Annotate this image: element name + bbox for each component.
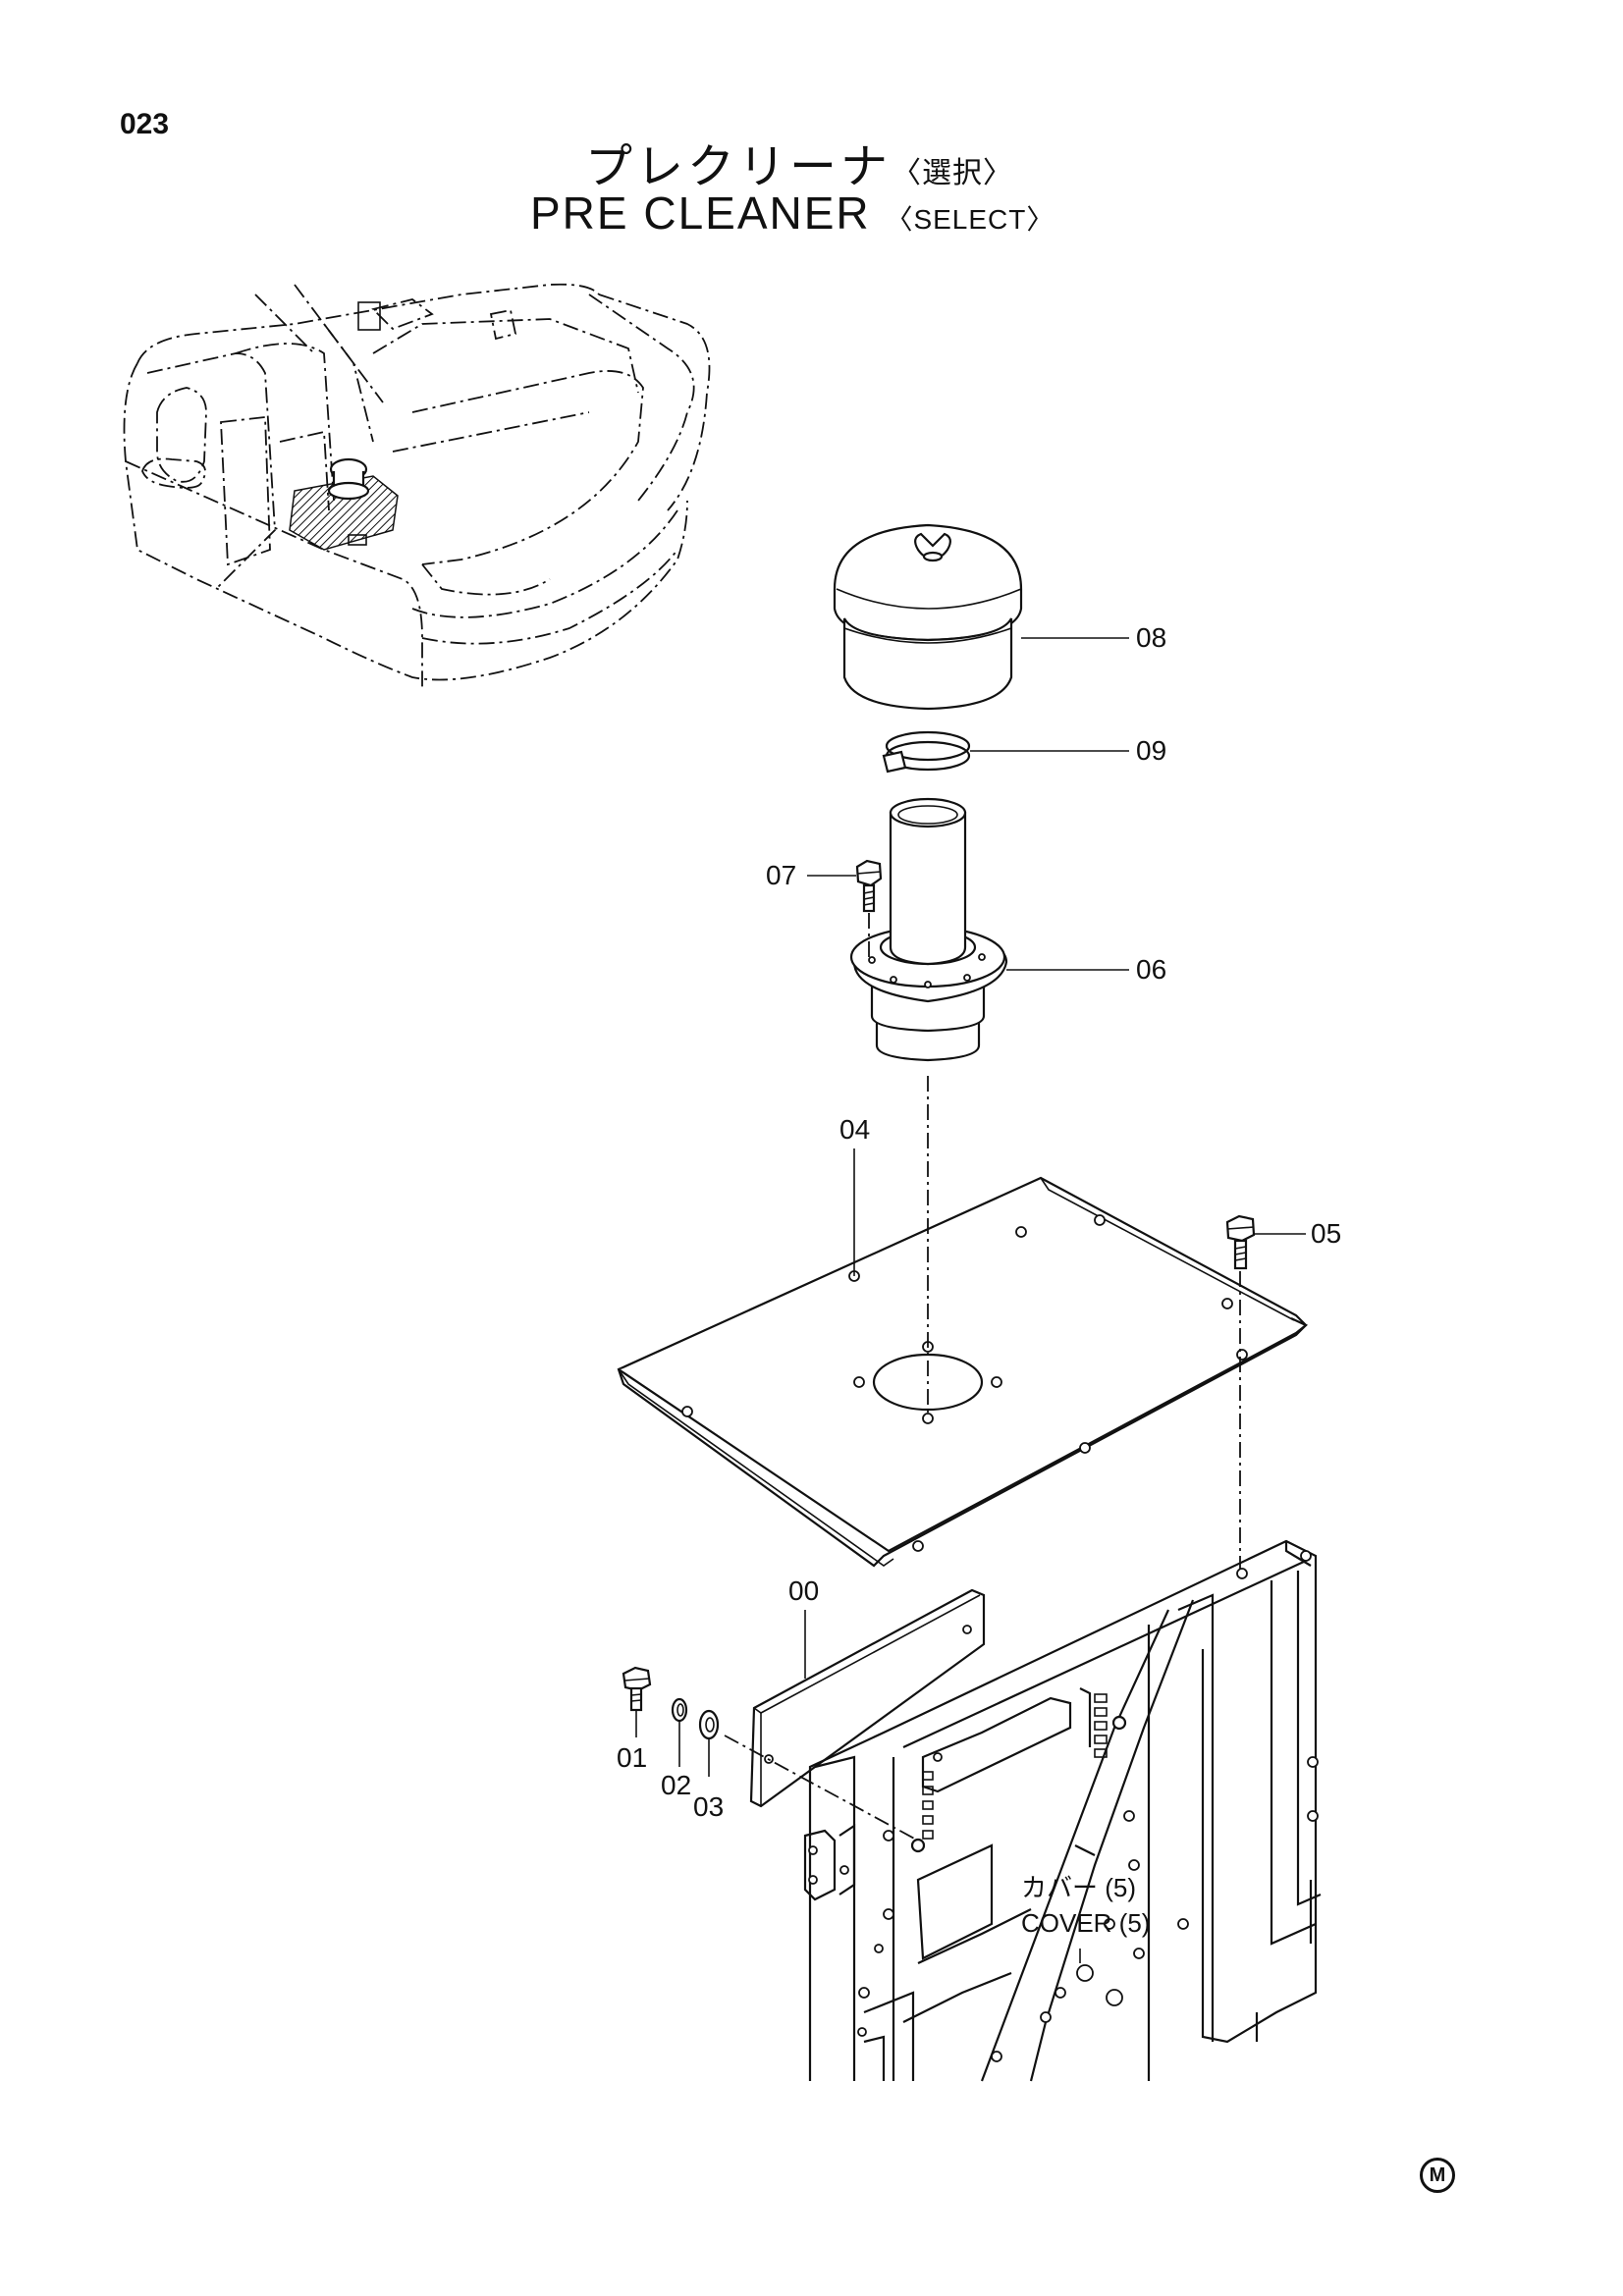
- part-08-cap: [833, 523, 1023, 711]
- cover-note-japanese: カバー (5): [1021, 1873, 1136, 1902]
- callout-03: 03: [693, 1791, 724, 1822]
- title-japanese-sub: 〈選択〉: [892, 157, 1014, 189]
- callout-02: 02: [661, 1770, 691, 1800]
- callout-09: 09: [1136, 735, 1166, 766]
- frame-slots: [922, 1693, 1108, 1840]
- title-english: PRE CLEANER 〈SELECT〉: [530, 187, 1055, 240]
- part-02-lock-washer: [671, 1697, 688, 1723]
- part-00-cover: [749, 1588, 986, 1808]
- part-07-bolt: [855, 859, 883, 957]
- callout-07: 07: [766, 860, 796, 890]
- leader-lines: [635, 637, 1306, 1963]
- title-english-main: PRE CLEANER: [530, 187, 871, 239]
- callout-01: 01: [617, 1742, 647, 1773]
- part-04-plate: [617, 1076, 1309, 1568]
- machine-overview: [123, 283, 711, 687]
- part-03-washer: [698, 1709, 720, 1740]
- part-01-bolt: [622, 1666, 652, 1712]
- callout-labels: 08 09 07 06 04 05 00 01 02 03 カバー (5) CO…: [617, 622, 1341, 1938]
- manufacturer-mark: M: [1420, 2158, 1455, 2193]
- callout-06: 06: [1136, 954, 1166, 985]
- callout-08: 08: [1136, 622, 1166, 653]
- frame-holes: [857, 1550, 1319, 2062]
- callout-00: 00: [788, 1575, 819, 1606]
- callout-04: 04: [839, 1114, 870, 1145]
- page-number: 023: [120, 108, 170, 140]
- title-japanese-main: プレクリーナ: [585, 141, 893, 193]
- plate-holes: [681, 1214, 1248, 1552]
- cover-note-english: COVER (5): [1021, 1908, 1150, 1938]
- part-09-clamp: [882, 730, 971, 774]
- part-05-bolt: [1225, 1214, 1256, 1571]
- title-english-sub: 〈SELECT〉: [885, 204, 1055, 235]
- title-japanese: プレクリーナ〈選択〉: [585, 128, 1013, 196]
- callout-05: 05: [1311, 1218, 1341, 1249]
- frame-structure: [803, 1539, 1322, 2082]
- part-06-adapter: [849, 797, 1008, 1062]
